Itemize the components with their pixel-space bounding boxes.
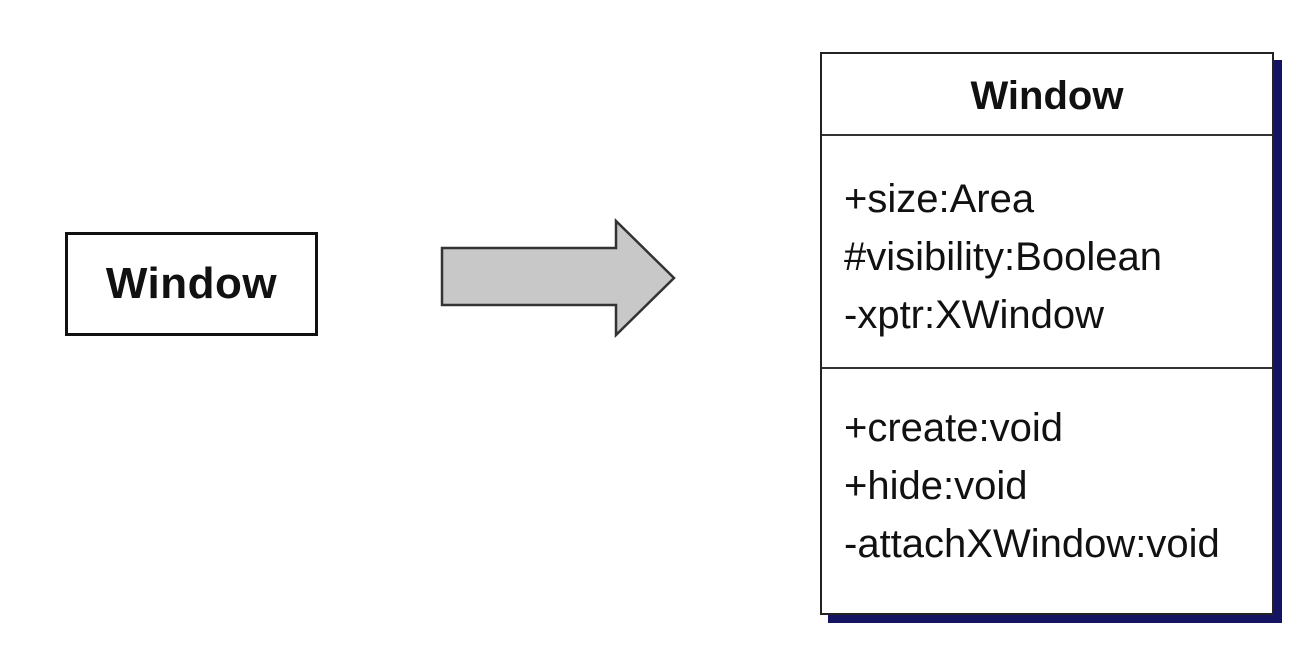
simple-class-box: Window	[65, 232, 318, 336]
operation-item: +create:void	[844, 406, 1064, 450]
detailed-class-box: Window +size:Area #visibility:Boolean -x…	[820, 52, 1274, 615]
operation-item: -attachXWindow:void	[844, 522, 1220, 566]
simple-class-name: Window	[105, 259, 278, 308]
right-arrow-icon	[440, 218, 676, 338]
class-name-compartment: Window	[822, 54, 1272, 136]
attribute-item: -xptr:XWindow	[844, 293, 1105, 337]
operations-compartment: +create:void +hide:void -attachXWindow:v…	[822, 369, 1272, 573]
attribute-item: +size:Area	[844, 177, 1035, 221]
attributes-compartment: +size:Area #visibility:Boolean -xptr:XWi…	[822, 136, 1272, 369]
detailed-class-name: Window	[970, 73, 1124, 118]
attribute-item: #visibility:Boolean	[844, 235, 1162, 279]
operation-item: +hide:void	[844, 464, 1028, 508]
